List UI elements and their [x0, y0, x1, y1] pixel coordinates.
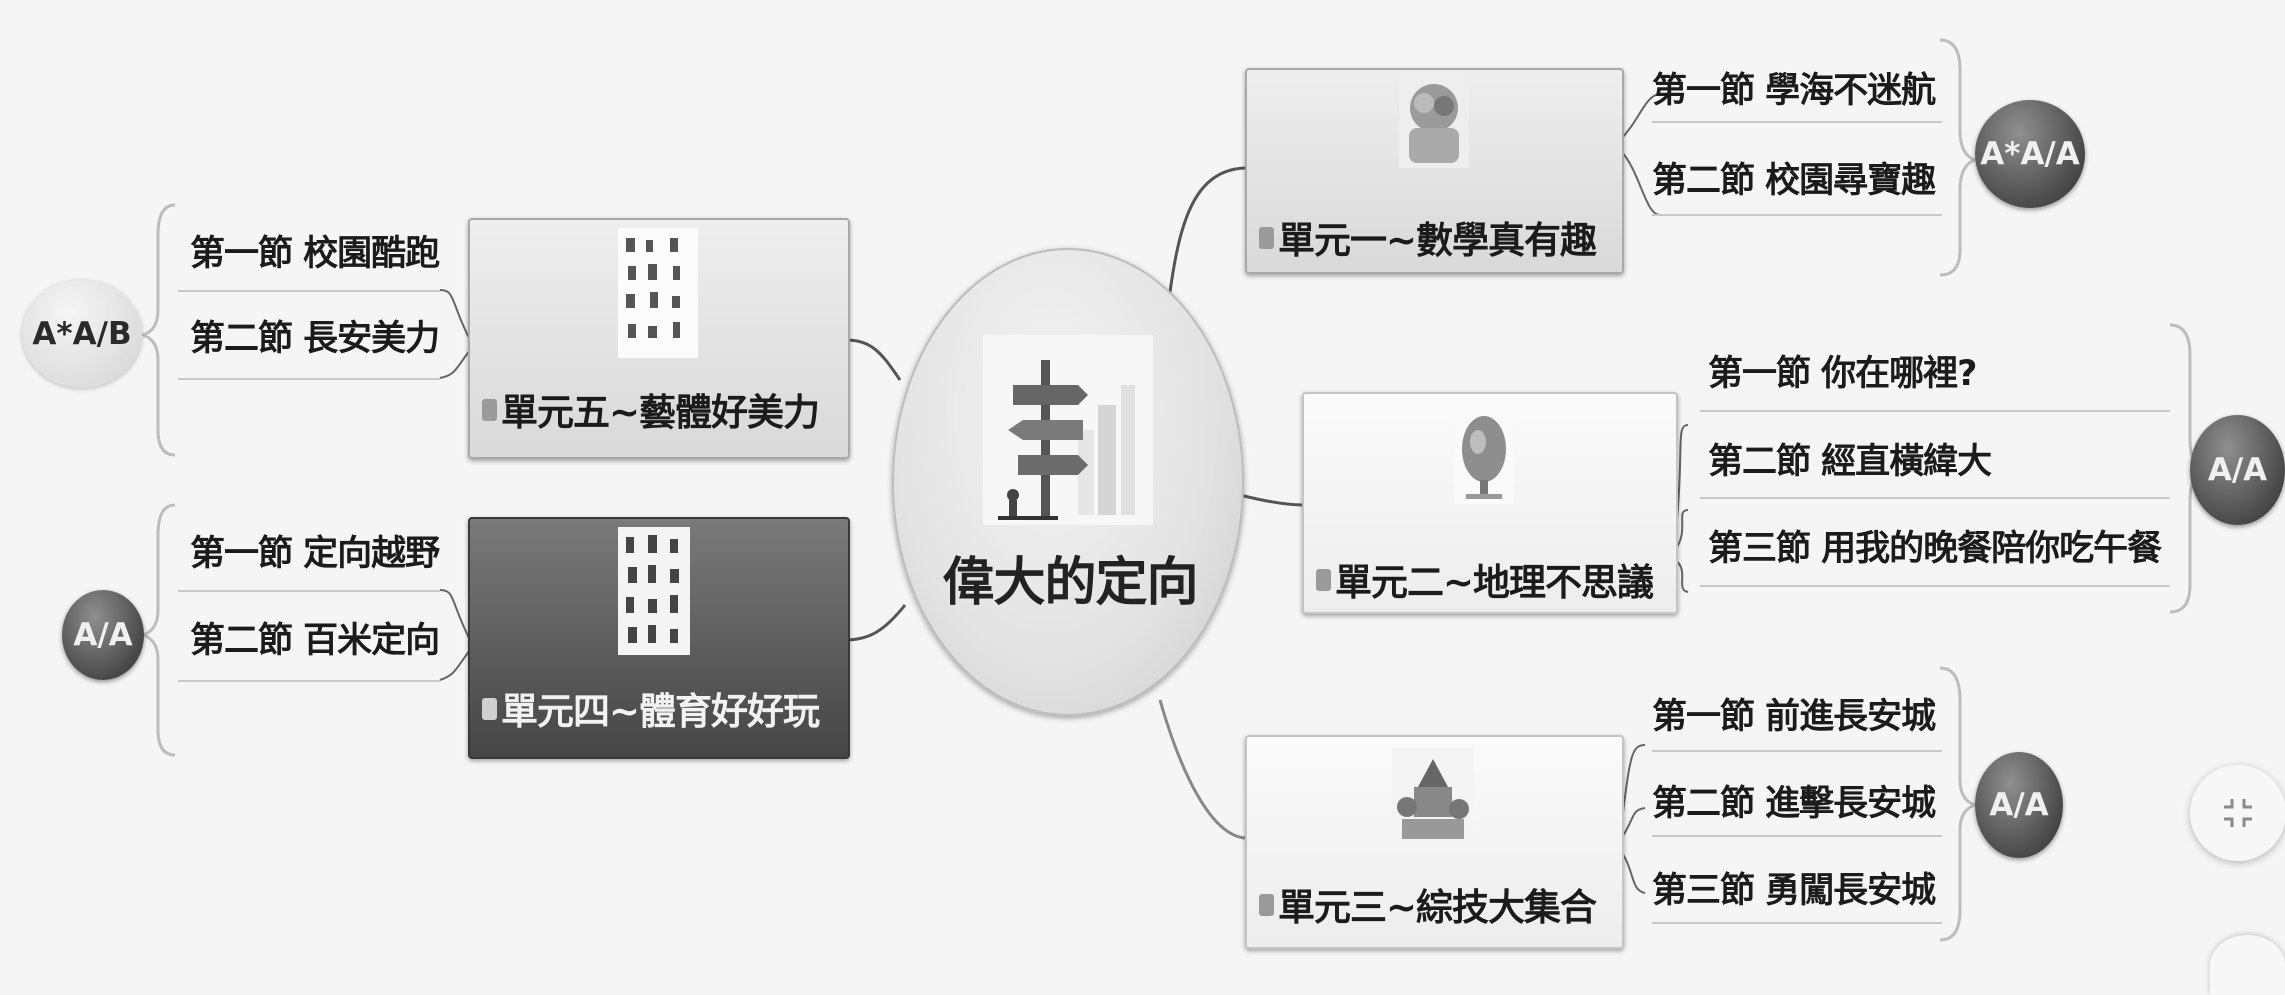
unit-2-image-icon [1454, 404, 1514, 504]
unit-4-section-1[interactable]: 第一節 定向越野 [190, 534, 440, 574]
unit-3-title: 單元三~綜技大集合 [1278, 886, 1597, 929]
unit-number-badge [482, 399, 497, 421]
connector-unit3 [1158, 699, 1246, 840]
unit-5-title: 單元五~藝體好美力 [501, 391, 820, 434]
unit-1-image-icon [1399, 78, 1469, 168]
unit-5-section-2[interactable]: 第二節 長安美力 [190, 319, 440, 359]
secondary-floating-button[interactable] [2210, 935, 2285, 995]
connector-unit2 [1239, 493, 1304, 507]
collapse-button[interactable] [2190, 765, 2285, 861]
unit-2-grade: A/A [2190, 415, 2285, 525]
unit-number-badge [1316, 569, 1331, 591]
connector-unit4 [844, 604, 907, 642]
unit-3-label: 單元三~綜技大集合 [1259, 877, 1597, 931]
unit-1-section-1[interactable]: 第一節 學海不迷航 [1652, 71, 1936, 111]
unit-1-node[interactable]: 單元一~數學真有趣 [1245, 68, 1624, 274]
central-topic-title: 偉大的定向 [942, 553, 1198, 613]
unit-5-grade: A*A/B [22, 280, 142, 388]
unit-2-label: 單元二~地理不思議 [1316, 552, 1654, 606]
unit-number-badge [482, 698, 497, 720]
brace-unit4 [138, 503, 176, 757]
brace-unit1 [1939, 38, 1980, 277]
unit-2-node[interactable]: 單元二~地理不思議 [1302, 392, 1678, 614]
brace-unit5 [138, 203, 176, 457]
unit-3-node[interactable]: 單元三~綜技大集合 [1245, 735, 1624, 949]
unit-5-section-1[interactable]: 第一節 校園酷跑 [190, 234, 440, 274]
signpost-icon [983, 335, 1153, 525]
unit-4-image-icon [618, 527, 690, 655]
unit-5-image-icon [618, 228, 698, 358]
unit-3-section-1[interactable]: 第一節 前進長安城 [1652, 697, 1936, 737]
connector-unit5 [844, 338, 902, 381]
unit-1-title: 單元一~數學真有趣 [1278, 219, 1597, 262]
unit-2-section-2[interactable]: 第二節 經直橫緯大 [1708, 442, 1992, 482]
unit-5-label: 單元五~藝體好美力 [482, 382, 820, 436]
unit-3-image-icon [1392, 747, 1474, 847]
unit-2-section-3[interactable]: 第三節 用我的晚餐陪你吃午餐 [1708, 529, 2162, 569]
unit-4-label: 單元四~體育好好玩 [482, 681, 820, 735]
unit-2-section-1[interactable]: 第一節 你在哪裡? [1708, 354, 1977, 394]
unit-1-section-2[interactable]: 第二節 校園尋寶趣 [1652, 161, 1936, 201]
mind-map-canvas: 偉大的定向 單元一~數學真有趣 第一節 學海不迷航 第二節 校園尋寶趣 A*A/… [22, 38, 2285, 949]
collapse-arrows-icon [2224, 799, 2252, 827]
unit-4-grade: A/A [62, 590, 144, 680]
unit-4-node[interactable]: 單元四~體育好好玩 [468, 517, 850, 759]
connector-unit1 [1168, 166, 1246, 293]
unit-3-grade: A/A [1975, 752, 2063, 858]
unit-1-label: 單元一~數學真有趣 [1259, 210, 1597, 264]
unit-2-title: 單元二~地理不思議 [1335, 561, 1654, 604]
unit-5-node[interactable]: 單元五~藝體好美力 [468, 218, 850, 459]
brace-unit3 [1939, 666, 1980, 942]
unit-4-section-2[interactable]: 第二節 百米定向 [190, 621, 440, 661]
unit-number-badge [1259, 894, 1274, 916]
unit-4-title: 單元四~體育好好玩 [501, 690, 820, 733]
unit-3-section-3[interactable]: 第三節 勇闖長安城 [1652, 871, 1936, 911]
unit-number-badge [1259, 227, 1274, 249]
unit-1-grade: A*A/A [1975, 100, 2085, 208]
unit-3-section-2[interactable]: 第二節 進擊長安城 [1652, 784, 1936, 824]
